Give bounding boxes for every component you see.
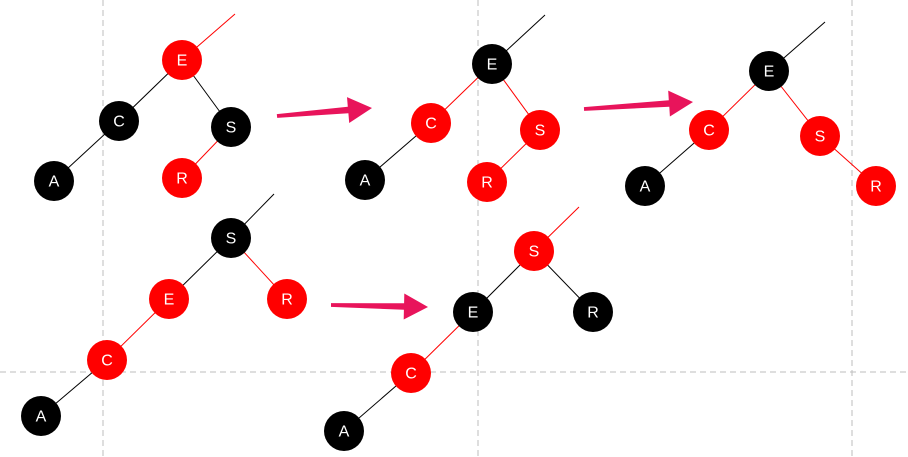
tree-2-node-s: S [520,110,560,150]
tree-3-node-a: A [625,166,665,206]
tree-1-node-c: C [99,101,139,141]
tree-2-node-e: E [472,44,512,84]
tree-2-node-c-label: C [425,116,437,133]
tree-5-node-c: C [391,353,431,393]
tree-5-node-r-label: R [587,305,599,322]
tree-2-node-r-circle [467,162,507,202]
tree-1-node-c-label: C [113,114,125,131]
arrow-tree-1-to-tree-2 [276,97,372,123]
tree-1-node-c-circle [99,101,139,141]
tree-4-node-c-circle [87,340,127,380]
tree-5: S E R C A [324,206,613,451]
tree-5-node-r-circle [573,292,613,332]
tree-2-node-e-label: E [487,57,498,74]
tree-1-node-e-label: E [177,53,188,70]
tree-2: E C S A R [345,14,560,202]
tree-5-node-a-label: A [339,424,350,441]
tree-3-node-s-circle [800,116,840,156]
tree-1-node-r: R [162,158,202,198]
tree-3-node-a-label: A [640,179,651,196]
transition-arrows [276,90,693,320]
tree-2-node-r: R [467,162,507,202]
tree-3: E C S A R [625,21,896,206]
tree-3-node-r-circle [856,166,896,206]
tree-5-node-s-circle [514,231,554,271]
tree-1-node-a: A [34,161,74,201]
arrow-tree-2-to-tree-3 [583,90,693,117]
tree-3-node-s-label: S [815,129,826,146]
tree-3-node-c-circle [689,110,729,150]
tree-4-node-e-circle [149,279,189,319]
tree-1-node-r-label: R [176,171,188,188]
tree-1-node-s-label: S [226,120,237,137]
arrow-tree-4-to-tree-5 [331,293,428,320]
tree-4-node-c-label: C [101,353,113,370]
tree-4-node-r-circle [267,279,307,319]
tree-1-node-r-circle [162,158,202,198]
tree-2-node-r-label: R [481,175,493,192]
tree-5-node-c-circle [391,353,431,393]
tree-2-node-a: A [345,160,385,200]
tree-5-node-a-circle [324,411,364,451]
tree-3-node-a-circle [625,166,665,206]
tree-3-node-r: R [856,166,896,206]
tree-2-node-c-circle [411,103,451,143]
tree-5-node-e-circle [453,292,493,332]
tree-5-node-r: R [573,292,613,332]
tree-4-node-s-circle [211,218,251,258]
tree-2-node-a-circle [345,160,385,200]
tree-5-node-s-label: S [529,244,540,261]
tree-5-node-s: S [514,231,554,271]
tree-2-node-s-label: S [535,123,546,140]
tree-1: E C S A R [34,13,251,201]
tree-1-node-e-circle [162,40,202,80]
tree-4-node-e: E [149,279,189,319]
tree-1-node-s: S [211,107,251,147]
tree-1-node-s-circle [211,107,251,147]
tree-5-node-c-label: C [405,366,417,383]
tree-1-node-e: E [162,40,202,80]
tree-2-node-e-circle [472,44,512,84]
tree-2-node-a-label: A [360,173,371,190]
tree-2-node-c: C [411,103,451,143]
tree-4-node-r-label: R [281,292,293,309]
tree-5-node-e: E [453,292,493,332]
tree-4-node-s: S [211,218,251,258]
tree-3-node-c: C [689,110,729,150]
tree-4-node-s-label: S [226,231,237,248]
tree-3-node-e-circle [749,51,789,91]
tree-3-node-r-label: R [870,179,882,196]
trees: E C S A R E C S A R E C S A R S E R C A S E R C A [21,13,896,451]
tree-3-node-e-label: E [764,64,775,81]
tree-5-node-a: A [324,411,364,451]
tree-4-node-a-circle [21,396,61,436]
tree-4: S E R C A [21,193,307,436]
tree-5-node-e-label: E [468,305,479,322]
tree-4-node-a: A [21,396,61,436]
tree-1-node-a-label: A [49,174,60,191]
tree-4-node-e-label: E [164,292,175,309]
tree-3-node-e: E [749,51,789,91]
tree-1-node-a-circle [34,161,74,201]
tree-4-node-c: C [87,340,127,380]
tree-2-node-s-circle [520,110,560,150]
tree-4-node-r: R [267,279,307,319]
tree-3-node-s: S [800,116,840,156]
tree-4-node-a-label: A [36,409,47,426]
tree-3-node-c-label: C [703,123,715,140]
